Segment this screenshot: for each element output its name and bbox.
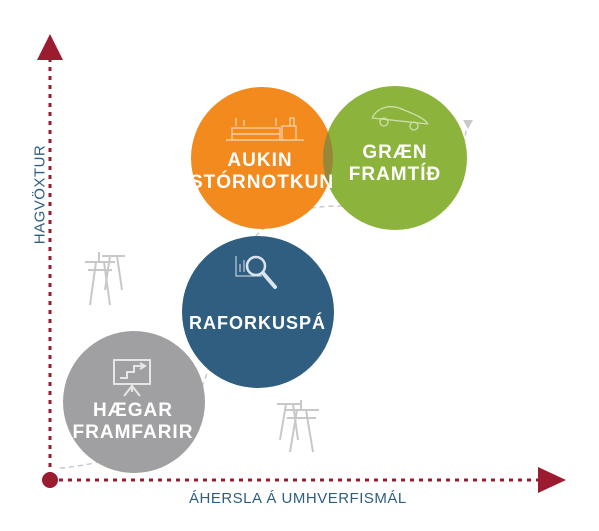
axis-origin [42, 472, 58, 488]
scenario-label-haegar: HÆGAR FRAMFARIR [63, 400, 203, 444]
factory-icon [226, 117, 304, 141]
presentation-board-icon [113, 359, 151, 397]
y-axis [37, 34, 63, 476]
pylon-icon [102, 255, 125, 291]
pylon-icon [85, 252, 115, 306]
scenario-label-line: STÓRNOTKUN [190, 172, 335, 193]
scenario-label-line: HÆGAR [93, 400, 173, 421]
circle-graen [323, 86, 467, 230]
y-axis-arrow-icon [37, 34, 63, 60]
x-axis-arrow-icon [538, 467, 566, 493]
y-axis-label: HAGVÖXTUR [31, 144, 49, 245]
scenario-label-line: RAFORKUSPÁ [188, 313, 326, 333]
eco-car-icon [371, 106, 429, 131]
circle-rafork [182, 236, 334, 388]
scenario-label-line: GRÆN [362, 142, 428, 163]
scenario-label-line: AUKIN [227, 150, 293, 171]
scenario-label-aukin: AUKIN STÓRNOTKUN [190, 150, 335, 194]
circle-haegar [63, 331, 205, 473]
circle-aukin [191, 87, 333, 229]
pylon-icon [277, 403, 301, 441]
x-axis [50, 467, 566, 493]
trend-arrow-icon [463, 120, 473, 129]
scenario-label-graen: GRÆN FRAMTÍÐ [325, 142, 465, 186]
scenario-label-line: FRAMTÍÐ [348, 164, 442, 185]
magnifier-chart-icon [235, 255, 277, 289]
scenario-label-rafork: RAFORKUSPÁ [180, 312, 335, 334]
scenario-label-line: FRAMFARIR [72, 422, 194, 443]
x-axis-label: ÁHERSLA Á UMHVERFISMÁL [189, 490, 407, 507]
pylon-icon [284, 400, 319, 453]
